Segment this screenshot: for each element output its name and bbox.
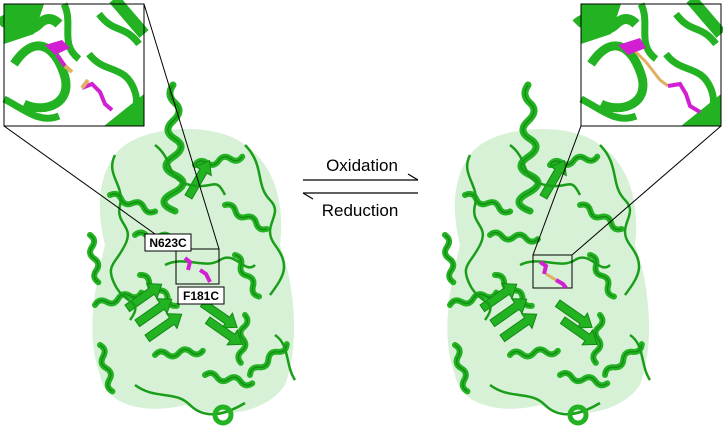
right-connector-1 bbox=[532, 125, 582, 256]
reaction-arrows: Oxidation Reduction bbox=[302, 156, 419, 220]
svg-text:F181C: F181C bbox=[183, 289, 219, 303]
label-n623c: N623C bbox=[144, 233, 192, 252]
svg-text:N623C: N623C bbox=[149, 236, 187, 250]
right-protein-structure bbox=[442, 85, 650, 423]
label-f181c: F181C bbox=[177, 286, 225, 305]
reduction-label: Reduction bbox=[322, 201, 399, 220]
left-site-residue-1 bbox=[183, 256, 193, 271]
left-inset bbox=[0, 0, 144, 126]
right-site-residue-2 bbox=[555, 278, 568, 290]
right-inset bbox=[576, 0, 721, 126]
left-zoom-box bbox=[175, 248, 220, 285]
left-site-residue-2 bbox=[198, 268, 212, 283]
left-connector-1 bbox=[3, 125, 177, 250]
right-zoom-box bbox=[532, 254, 573, 289]
right-site-residue-1 bbox=[538, 260, 549, 275]
left-protein-structure bbox=[87, 85, 295, 423]
left-connector-2 bbox=[143, 3, 220, 250]
oxidation-label: Oxidation bbox=[326, 156, 398, 175]
right-connector-2 bbox=[571, 125, 722, 256]
